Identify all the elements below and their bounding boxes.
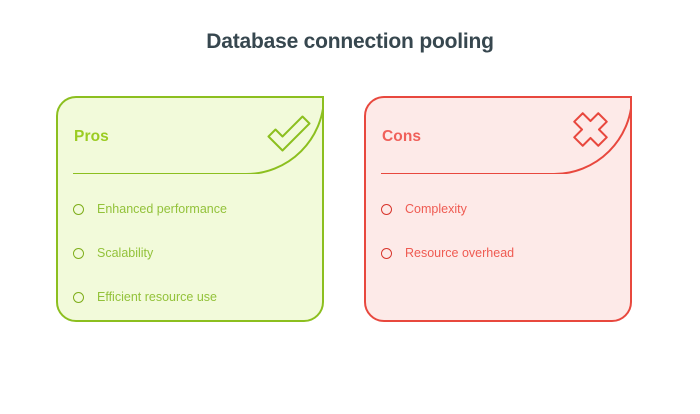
pros-card-divider — [73, 173, 251, 174]
cons-list: Complexity Resource overhead — [381, 187, 620, 275]
list-item[interactable]: Complexity — [381, 187, 620, 231]
list-item-label: Scalability — [97, 245, 154, 260]
check-icon — [246, 107, 322, 174]
cross-icon — [554, 107, 630, 174]
pros-card-header: Pros — [74, 128, 109, 145]
cons-card-header: Cons — [382, 128, 422, 145]
pros-list: Enhanced performance Scalability Efficie… — [73, 187, 312, 319]
list-item[interactable]: Resource overhead — [381, 231, 620, 275]
list-item[interactable]: Enhanced performance — [73, 187, 312, 231]
pros-corner-decoration — [246, 98, 322, 174]
list-item-label: Efficient resource use — [97, 289, 217, 304]
list-item[interactable]: Scalability — [73, 231, 312, 275]
ring-bullet-icon — [381, 203, 392, 215]
ring-bullet-icon — [73, 247, 84, 259]
pros-card[interactable]: Pros Enhanced performance Scalability Ef… — [56, 96, 324, 322]
list-item-label: Resource overhead — [405, 245, 515, 260]
ring-bullet-icon — [73, 203, 84, 215]
page-title: Database connection pooling — [206, 30, 494, 53]
cons-card[interactable]: Cons Complexity Resource overhead — [364, 96, 632, 322]
cons-card-divider — [381, 173, 559, 174]
ring-bullet-icon — [381, 247, 392, 259]
ring-bullet-icon — [73, 291, 84, 303]
comparison-cards-row: Pros Enhanced performance Scalability Ef… — [0, 96, 700, 326]
list-item[interactable]: Efficient resource use — [73, 275, 312, 319]
list-item-label: Complexity — [405, 201, 467, 216]
cons-corner-decoration — [554, 98, 630, 174]
list-item-label: Enhanced performance — [97, 201, 227, 216]
